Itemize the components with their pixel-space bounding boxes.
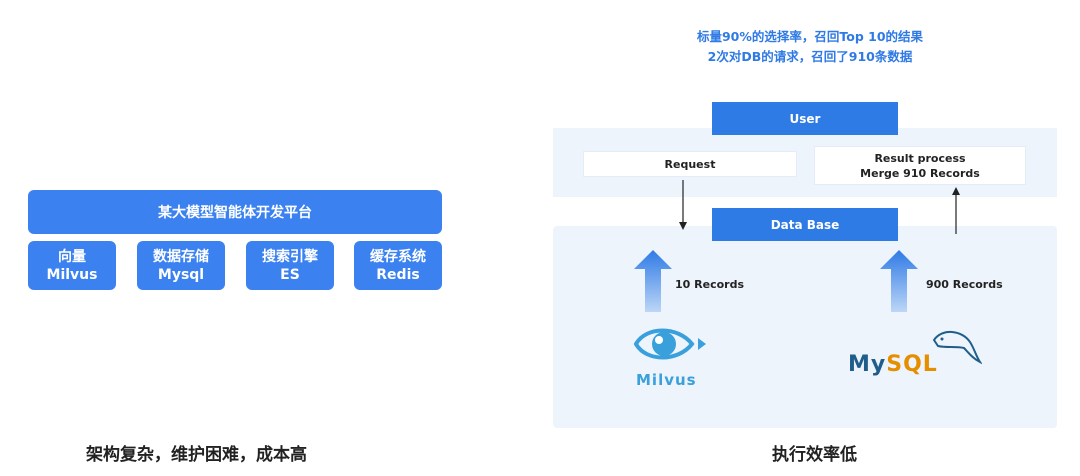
merge-records-label: Merge 910 Records [860, 166, 980, 180]
component-mysql-title: 数据存储 [153, 248, 209, 265]
result-process-label: Result process [874, 151, 966, 165]
component-milvus: 向量 Milvus [28, 241, 116, 290]
component-mysql-name: Mysql [157, 266, 205, 283]
platform-label: 某大模型智能体开发平台 [158, 205, 312, 221]
component-es: 搜索引擎 ES [246, 241, 334, 290]
component-mysql: 数据存储 Mysql [137, 241, 225, 290]
request-box: Request [583, 151, 797, 177]
component-milvus-name: Milvus [46, 266, 98, 283]
mysql-logo-text: MySQL [848, 352, 938, 377]
mysql-up-arrow [880, 250, 918, 312]
database-panel [553, 226, 1057, 428]
component-redis: 缓存系统 Redis [354, 241, 442, 290]
note-line-2: 2次对DB的请求，召回了910条数据 [707, 49, 913, 64]
component-redis-name: Redis [376, 266, 420, 283]
platform-bar: 某大模型智能体开发平台 [28, 190, 442, 234]
component-milvus-title: 向量 [58, 248, 86, 265]
mysql-logo-text-sql: SQL [886, 352, 938, 377]
milvus-eye-icon [633, 328, 706, 360]
request-down-arrow [679, 180, 687, 230]
component-redis-title: 缓存系统 [370, 248, 426, 265]
mysql-logo: MySQL [848, 326, 984, 382]
user-label: User [789, 111, 821, 126]
left-caption: 架构复杂，维护困难，成本高 [86, 445, 307, 465]
user-box: User [712, 102, 898, 135]
milvus-logo-text: Milvus [636, 371, 697, 389]
component-es-name: ES [280, 266, 300, 283]
milvus-logo: Milvus [632, 322, 712, 389]
note-line-1: 标量90%的选择率，召回Top 10的结果 [696, 29, 924, 44]
database-label: Data Base [770, 217, 840, 232]
result-up-arrow [952, 187, 960, 234]
mysql-records-label: 900 Records [926, 278, 1003, 291]
request-label: Request [664, 157, 716, 171]
dolphin-icon [932, 331, 982, 365]
mysql-logo-text-my: My [848, 352, 887, 377]
result-process-box: Result process Merge 910 Records [814, 146, 1026, 185]
milvus-records-label: 10 Records [675, 278, 744, 291]
component-es-title: 搜索引擎 [262, 248, 318, 265]
right-caption: 执行效率低 [772, 445, 857, 465]
database-box: Data Base [712, 208, 898, 241]
milvus-up-arrow [634, 250, 672, 312]
